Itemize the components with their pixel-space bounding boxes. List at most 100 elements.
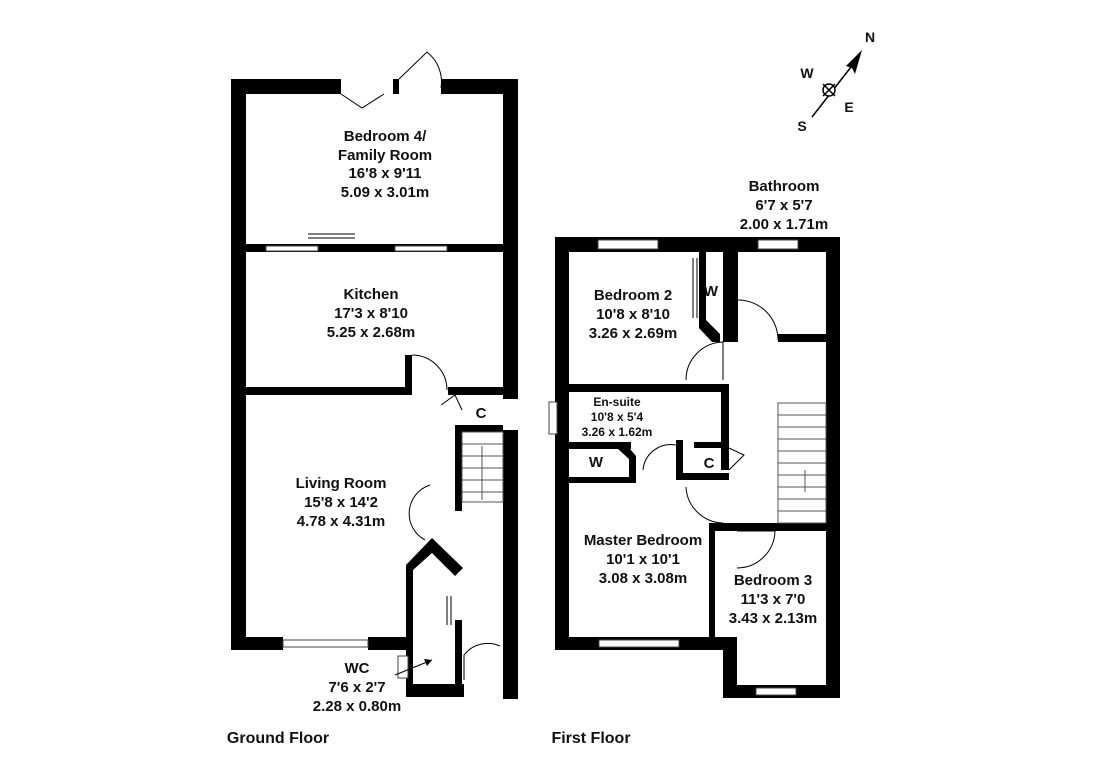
master-name: Master Bedroom — [584, 532, 702, 549]
kitchen-imperial: 17'3 x 8'10 — [334, 305, 408, 322]
master-metric: 3.08 x 3.08m — [599, 570, 687, 587]
wall-bedroom2-ensuite — [569, 384, 729, 392]
ground-east-wall-upper — [503, 79, 518, 399]
kitchen-metric: 5.25 x 2.68m — [327, 324, 415, 341]
bedroom3-door-swing — [736, 530, 776, 569]
wall-wardrobe-b2 — [699, 252, 720, 342]
master-door-swing — [685, 486, 724, 524]
wc-imperial: 7'6 x 2'7 — [328, 679, 385, 696]
compass: N S E W — [797, 29, 875, 134]
living-imperial: 15'8 x 14'2 — [304, 494, 378, 511]
bedroom2-window — [597, 239, 659, 250]
wall-bathroom-bottom — [778, 334, 826, 342]
wall-wardrobe-angled — [618, 442, 636, 483]
living-name: Living Room — [296, 475, 387, 492]
wc-east-wall — [455, 620, 462, 684]
ensuite-metric: 3.26 x 1.62m — [582, 425, 653, 439]
first-floor-plan: Bathroom 6'7 x 5'7 2.00 x 1.71m Bedroom … — [548, 178, 840, 747]
kitchen-door-swing — [411, 354, 448, 391]
ground-stairs — [461, 431, 504, 503]
bedroom4-metric: 5.09 x 3.01m — [341, 184, 429, 201]
bedroom2-imperial: 10'8 x 8'10 — [596, 306, 670, 323]
wall-kitchen-door-stub — [405, 355, 412, 395]
bedroom4-imperial: 16'8 x 9'11 — [348, 165, 421, 182]
compass-west-label: W — [800, 65, 814, 81]
ensuite-door-swing — [642, 444, 677, 471]
kitchen-name: Kitchen — [343, 286, 398, 303]
front-door-swing — [463, 642, 501, 680]
wall-kitchen-cupboard — [448, 387, 503, 395]
wall-master-bedroom3-stub — [710, 523, 737, 531]
master-wardrobe-label: W — [589, 454, 604, 471]
bedroom2-name: Bedroom 2 — [594, 287, 672, 304]
wc-south-wall — [406, 684, 464, 697]
bathroom-imperial: 6'7 x 5'7 — [755, 197, 812, 214]
bedroom4-name-line2: Family Room — [338, 147, 432, 164]
bedroom3-name: Bedroom 3 — [734, 572, 812, 589]
ground-south-wall-mid — [368, 637, 408, 650]
bedroom4-name-line1: Bedroom 4/ — [344, 128, 427, 145]
living-door-swing — [408, 484, 431, 541]
ground-door-jamb — [393, 79, 399, 94]
cupboard-door — [440, 394, 463, 411]
wall-bedroom3-top — [737, 523, 826, 531]
wall-kitchen-living — [246, 387, 411, 395]
cupboard-door-first — [728, 447, 745, 471]
first-east-wall — [826, 237, 840, 698]
wall-cupboard-bottom — [455, 425, 503, 432]
ground-north-wall-left — [231, 79, 341, 94]
bathroom-name: Bathroom — [749, 178, 820, 195]
wall-cupboard-south — [676, 473, 729, 480]
ensuite-name: En-suite — [593, 395, 641, 409]
bedroom3-west-wall — [723, 637, 737, 698]
wall-ensuite-master-left — [569, 442, 631, 449]
living-room-window — [282, 639, 369, 648]
first-stairs — [777, 402, 827, 524]
bedroom3-window — [755, 687, 797, 696]
compass-north-arrow — [846, 50, 862, 74]
wc-metric: 2.28 x 0.80m — [313, 698, 401, 715]
bathroom-window — [757, 239, 799, 250]
bedroom2-door-swing — [685, 341, 724, 381]
first-floor-label: First Floor — [551, 730, 630, 747]
wc-arrow-head — [424, 659, 432, 666]
living-metric: 4.78 x 4.31m — [297, 513, 385, 530]
bathroom-door-swing — [737, 299, 779, 341]
bedroom3-metric: 3.43 x 2.13m — [729, 610, 817, 627]
wall-bedroom2-bathroom — [723, 252, 738, 342]
compass-east-label: E — [844, 99, 853, 115]
ensuite-imperial: 10'8 x 5'4 — [591, 410, 644, 424]
ground-west-wall — [231, 79, 246, 650]
bathroom-metric: 2.00 x 1.71m — [740, 216, 828, 233]
wall-wardrobe-bottom — [569, 477, 629, 483]
compass-center-cross-2 — [822, 83, 836, 97]
first-cupboard-label: C — [704, 455, 715, 472]
wall-stair-left — [455, 425, 462, 511]
bedroom3-imperial: 11'3 x 7'0 — [741, 591, 806, 608]
first-west-wall — [555, 237, 569, 650]
wall-cupboard-west — [676, 440, 683, 480]
wall-master-bedroom3 — [709, 523, 715, 643]
wall-cupboard-top — [694, 442, 723, 448]
ground-cupboard-label: C — [476, 405, 487, 422]
bedroom2-metric: 3.26 x 2.69m — [589, 325, 677, 342]
kitchen-window-left — [265, 245, 319, 252]
bedroom2-wardrobe-label: W — [704, 283, 719, 300]
wc-window — [397, 655, 409, 679]
bifold-door — [340, 93, 385, 109]
wall-bedroom4-kitchen — [246, 244, 503, 252]
ground-north-wall-right — [441, 79, 518, 94]
patio-door-swing — [398, 51, 442, 89]
ground-south-wall-left — [231, 637, 283, 650]
compass-south-label: S — [797, 118, 806, 134]
kitchen-window-right — [394, 245, 448, 252]
ensuite-window — [548, 401, 558, 435]
compass-north-label: N — [865, 29, 875, 45]
ground-east-wall-lower — [503, 430, 518, 699]
wall-ensuite-east — [721, 384, 729, 470]
wc-wall-angled — [406, 538, 463, 684]
ground-floor-label: Ground Floor — [227, 730, 329, 747]
master-window — [598, 639, 680, 648]
ground-floor-plan: Bedroom 4/ Family Room 16'8 x 9'11 5.09 … — [227, 51, 518, 747]
